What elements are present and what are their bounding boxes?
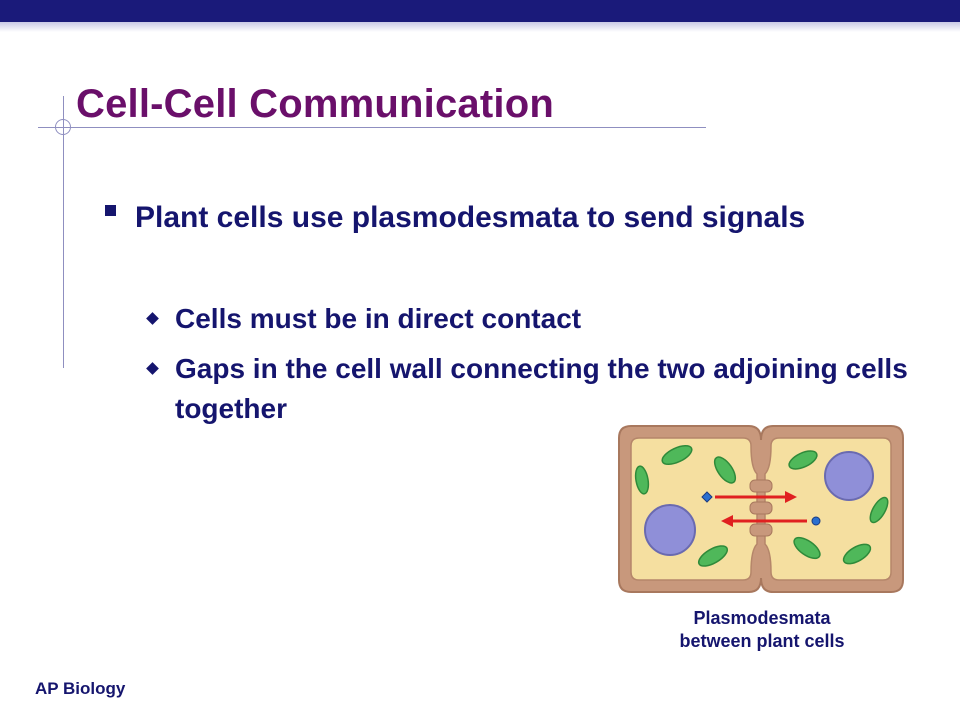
footer-label: AP Biology: [35, 679, 126, 698]
subbullet-text: Cells must be in direct contact: [175, 303, 582, 334]
nucleus-right: [824, 451, 874, 501]
slide-title: Cell-Cell Communication: [76, 82, 554, 126]
title-underline: [38, 127, 706, 128]
signal-molecule: [701, 491, 713, 503]
top-banner-shadow: [0, 22, 960, 32]
subbullet-text: Gaps in the cell wall connecting the two…: [175, 353, 908, 424]
chloroplast: [697, 545, 729, 567]
chloroplast: [793, 536, 821, 560]
wall-segment: [749, 479, 773, 493]
top-banner: [0, 0, 960, 22]
chloroplast: [661, 444, 693, 466]
bullet-plasmodesmata: Plant cells use plasmodesmata to send si…: [105, 197, 885, 239]
subbullet-gaps-cell-wall: Gaps in the cell wall connecting the two…: [146, 349, 908, 429]
wall-segment: [749, 523, 773, 537]
chloroplast: [788, 450, 818, 470]
left-cell-cytoplasm: [630, 437, 758, 581]
chloroplast: [713, 456, 737, 484]
arrow-right-icon: [715, 491, 797, 503]
caption-line-2: between plant cells: [679, 631, 845, 651]
subbullet-direct-contact: Cells must be in direct contact: [146, 299, 908, 339]
plasmodesmata-diagram: [618, 425, 904, 593]
caption-line-1: Plasmodesmata: [693, 608, 831, 628]
nucleus-left: [644, 504, 696, 556]
figure-caption: Plasmodesmata between plant cells: [617, 607, 907, 653]
crosshair-circle: [55, 119, 71, 135]
chloroplast: [869, 496, 889, 524]
chloroplast: [842, 543, 872, 565]
diamond-bullet-icon: [146, 362, 159, 375]
chloroplast: [634, 465, 650, 495]
diamond-bullet-icon: [146, 312, 159, 325]
arrow-left-icon: [721, 515, 807, 527]
decorative-vertical-line: [63, 96, 64, 368]
square-bullet-icon: [105, 205, 116, 216]
bullet-text: Plant cells use plasmodesmata to send si…: [135, 201, 806, 234]
wall-segment: [749, 501, 773, 515]
signal-molecule: [811, 516, 821, 526]
